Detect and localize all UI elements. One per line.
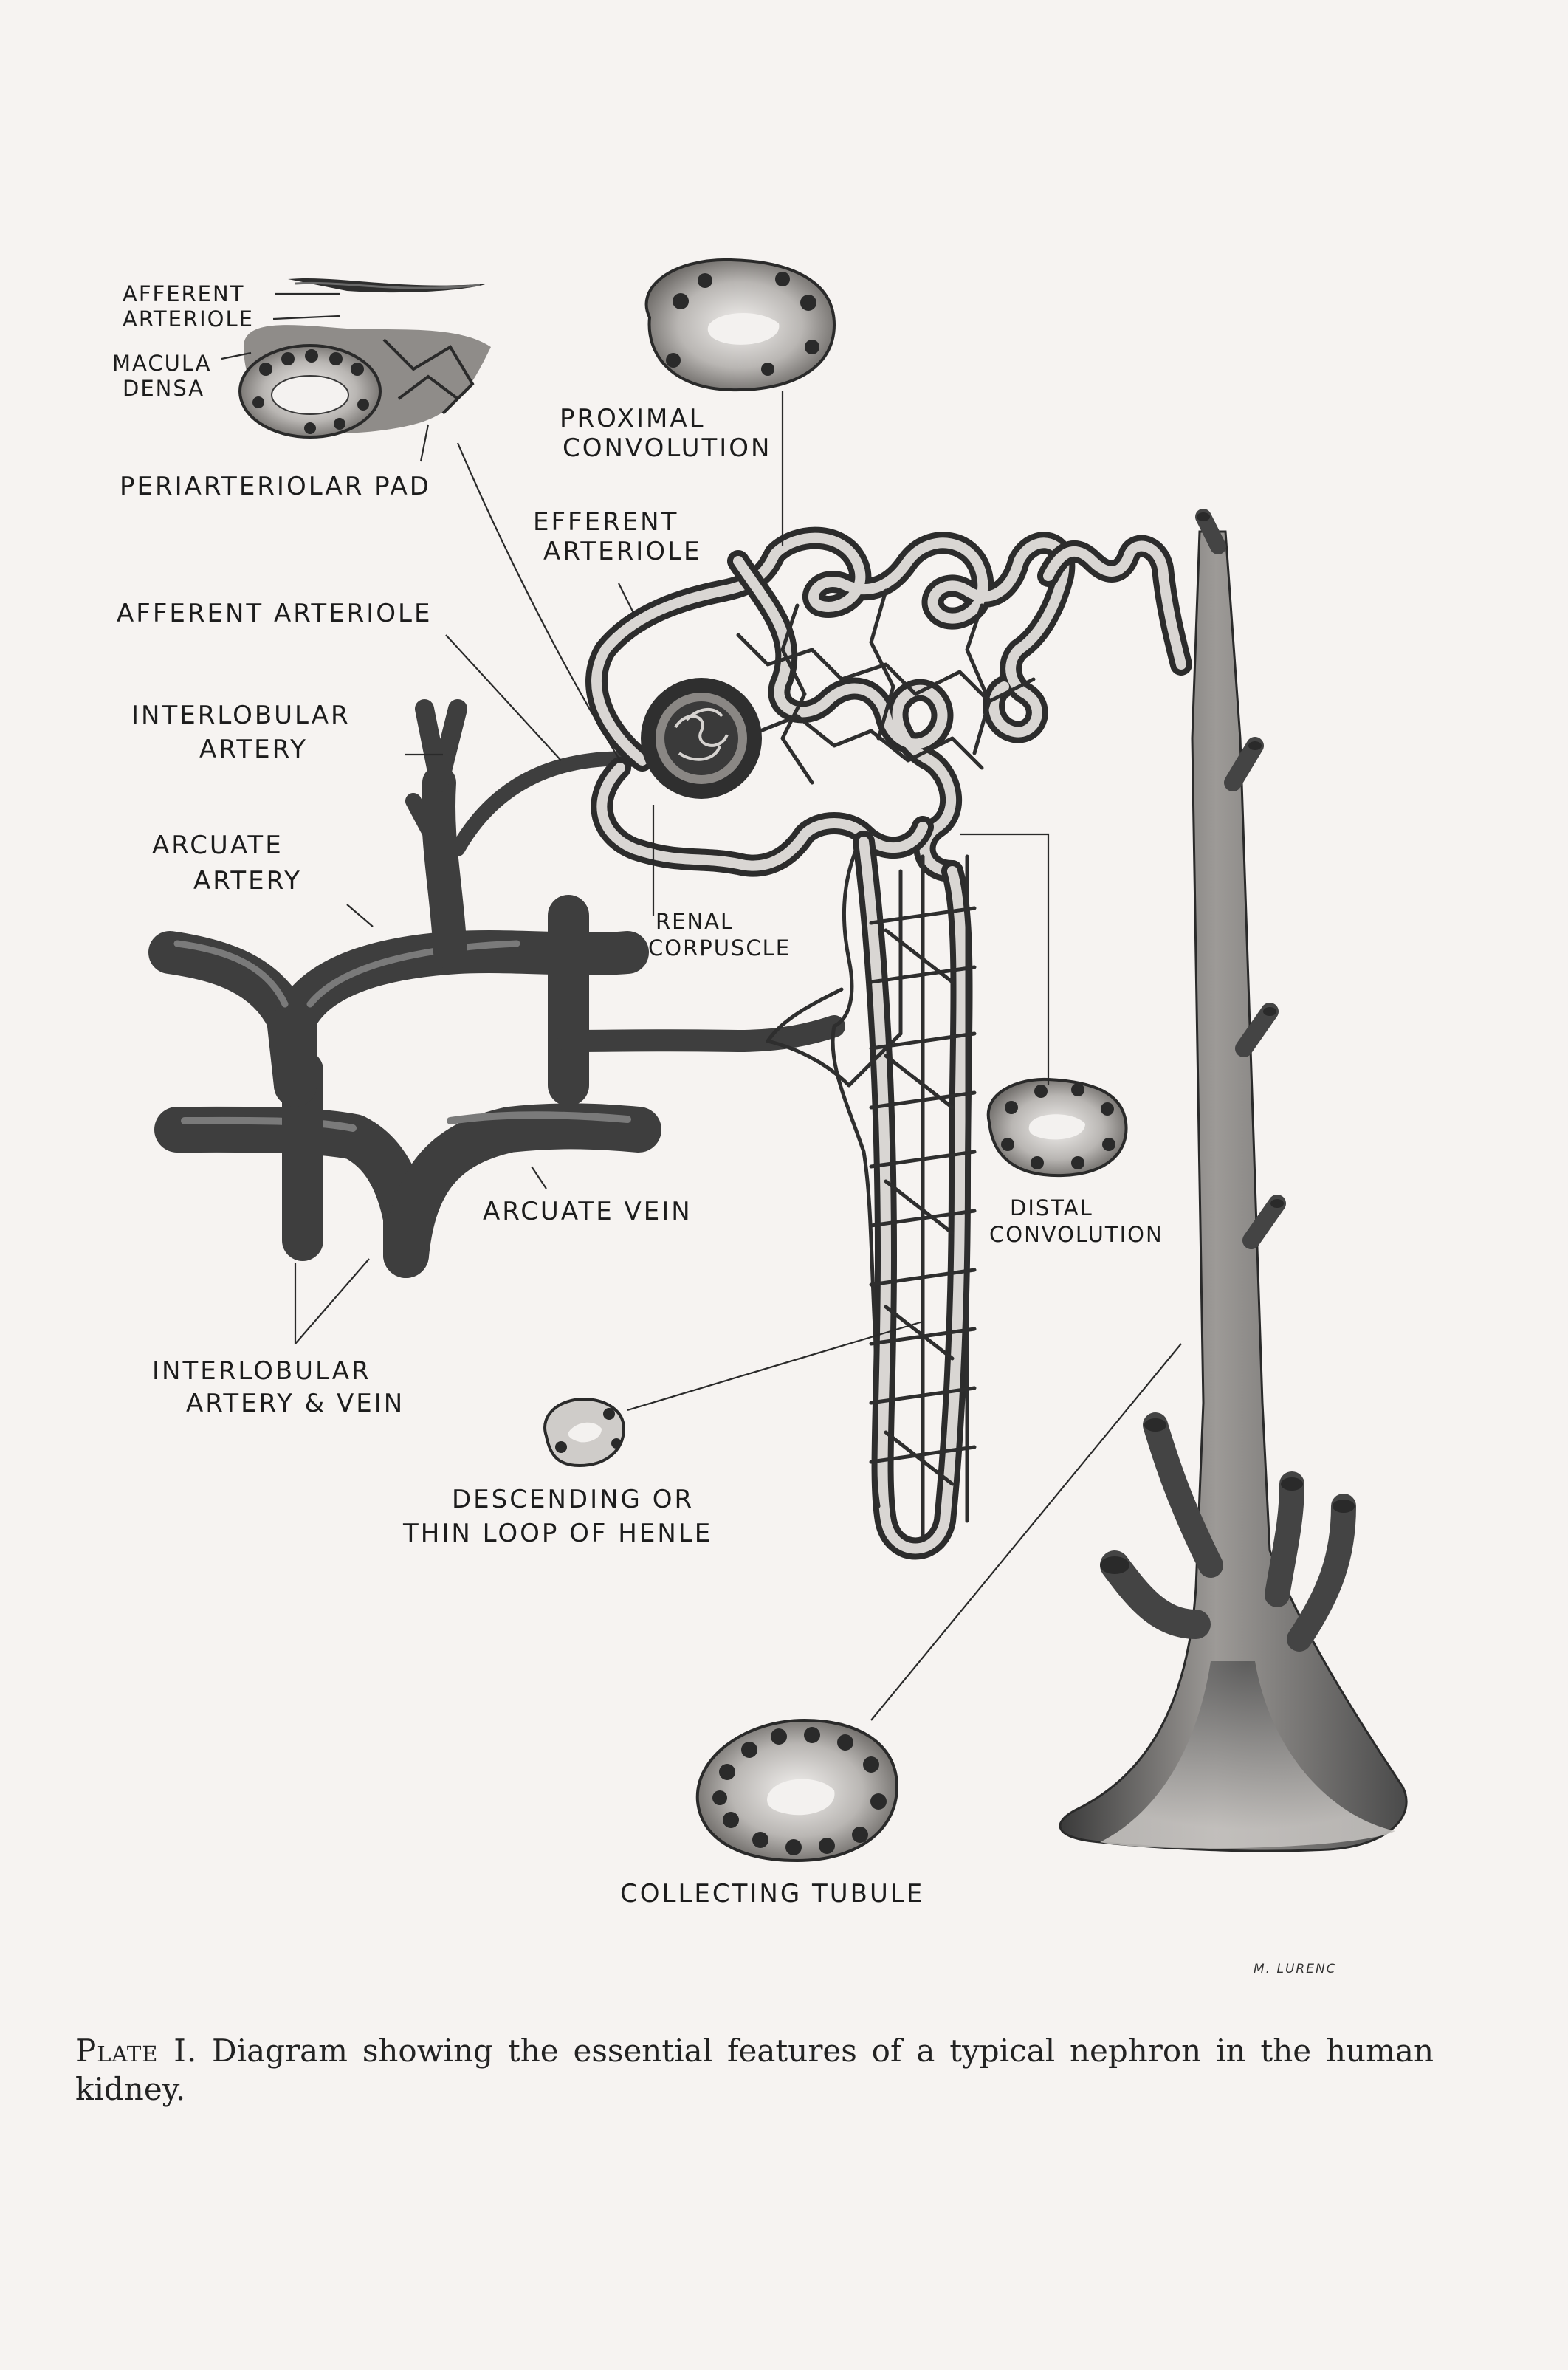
label-interlobular-artery-vein-1: INTERLOBULAR: [152, 1356, 371, 1386]
label-interlobular-artery-2: ARTERY: [199, 735, 308, 764]
label-arcuate-artery-1: ARCUATE: [152, 831, 283, 860]
label-interlobular-artery-1: INTERLOBULAR: [131, 701, 351, 730]
label-afferent-arteriole: AFFERENT ARTERIOLE: [117, 599, 432, 628]
nephron-tubule: [585, 526, 1192, 1560]
peritubular-capillary-network: [721, 588, 1036, 1538]
label-macula-densa-2: DENSA: [123, 376, 204, 401]
label-renal-corpuscle-1: RENAL: [656, 909, 734, 934]
label-distal-convolution-2: CONVOLUTION: [989, 1222, 1163, 1247]
label-descending-loop-2: THIN LOOP OF HENLE: [402, 1519, 712, 1548]
label-renal-corpuscle-2: CORPUSCLE: [648, 935, 791, 961]
macula-densa-network: [382, 338, 475, 415]
label-efferent-arteriole-2: ARTERIOLE: [543, 537, 702, 566]
macula-densa-inset: [238, 278, 491, 439]
renal-corpuscle: [641, 678, 762, 799]
descending-loop-section: [543, 1397, 626, 1468]
collecting-duct-branches: [1100, 509, 1356, 1652]
label-proximal-convolution-2: CONVOLUTION: [563, 433, 771, 463]
label-distal-convolution-1: DISTAL: [1010, 1195, 1093, 1220]
collecting-duct: [1059, 509, 1408, 1852]
leader-lines: [221, 292, 1182, 1721]
plate-caption-lead: Plate I.: [75, 2033, 198, 2069]
proximal-convolution-section: [644, 258, 836, 392]
label-afferent-arteriole-top-2: ARTERIOLE: [123, 306, 254, 332]
label-afferent-arteriole-top-1: AFFERENT: [123, 281, 244, 306]
label-arcuate-vein: ARCUATE VEIN: [483, 1197, 692, 1226]
label-efferent-arteriole-1: EFFERENT: [533, 507, 678, 537]
label-periarteriolar-pad: PERIARTERIOLAR PAD: [120, 472, 431, 501]
plate-caption: Plate I. Diagram showing the essential f…: [75, 2032, 1434, 2109]
collecting-tubule-section: [695, 1718, 899, 1863]
label-interlobular-artery-vein-2: ARTERY & VEIN: [186, 1389, 405, 1418]
artist-signature: M. LURENC: [1254, 1962, 1337, 1976]
plate-caption-text: Diagram showing the essential features o…: [75, 2033, 1434, 2107]
label-descending-loop-1: DESCENDING OR: [452, 1485, 694, 1514]
label-arcuate-artery-2: ARTERY: [193, 866, 302, 896]
diagram-labels: AFFERENT ARTERIOLE MACULA DENSA PERIARTE…: [112, 281, 1337, 1976]
label-collecting-tubule: COLLECTING TUBULE: [620, 1879, 924, 1909]
arcuate-vessels: [148, 699, 845, 1278]
distal-convolution-section: [986, 1077, 1128, 1178]
label-macula-densa-1: MACULA: [112, 351, 212, 376]
label-proximal-convolution-1: PROXIMAL: [560, 404, 706, 433]
